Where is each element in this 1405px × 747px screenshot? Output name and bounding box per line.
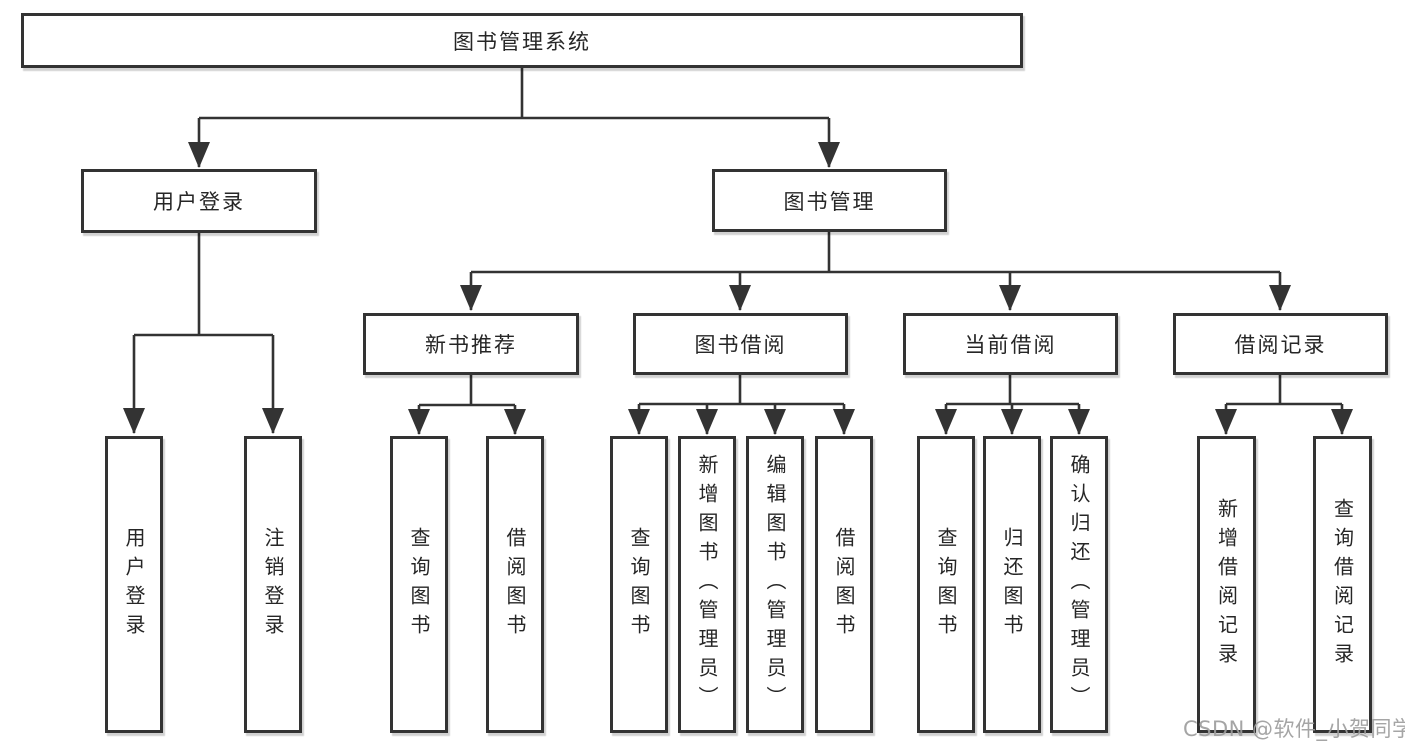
current-borrow-branch <box>935 375 1090 435</box>
book-borrow-branch <box>628 375 855 435</box>
node-book-management: 图书管理 <box>712 169 947 232</box>
leaf-bb-edit-books-admin: 编辑图书（管理员） <box>746 436 804 733</box>
leaf-user-login: 用户登录 <box>105 436 163 733</box>
leaf-logout-label: 注销登录 <box>261 526 285 643</box>
node-root-library-system: 图书管理系统 <box>21 13 1023 68</box>
new-book-recommend-branch <box>408 375 526 435</box>
leaf-cb-return-books: 归还图书 <box>983 436 1041 733</box>
borrow-records-branch <box>1215 375 1353 435</box>
node-book-borrow: 图书借阅 <box>633 313 848 375</box>
book-management-branch <box>460 232 1291 311</box>
leaf-br-add-record: 新增借阅记录 <box>1197 436 1256 733</box>
leaf-cb-query-books: 查询图书 <box>917 436 975 733</box>
leaf-user-login-label: 用户登录 <box>122 526 146 643</box>
node-user-login: 用户登录 <box>81 169 317 233</box>
leaf-nb-query-books: 查询图书 <box>390 436 448 733</box>
leaf-logout: 注销登录 <box>244 436 302 733</box>
leaf-br-add-record-label: 新增借阅记录 <box>1214 497 1239 672</box>
leaf-nb-borrow-books-label: 借阅图书 <box>503 526 527 643</box>
leaf-bb-query-books: 查询图书 <box>610 436 668 733</box>
leaf-bb-add-books-admin-label: 新增图书（管理员） <box>695 454 719 715</box>
csdn-watermark: CSDN @软件_小贺同学 <box>1183 717 1405 741</box>
leaf-cb-confirm-return-admin-label: 确认归还（管理员） <box>1067 454 1091 715</box>
leaf-bb-borrow-books: 借阅图书 <box>815 436 873 733</box>
user-login-branch <box>123 233 284 434</box>
leaf-cb-confirm-return-admin: 确认归还（管理员） <box>1050 436 1108 733</box>
leaf-cb-return-books-label: 归还图书 <box>1000 526 1024 643</box>
leaf-br-query-record-label: 查询借阅记录 <box>1330 497 1355 672</box>
node-new-book-recommend: 新书推荐 <box>363 313 579 375</box>
node-current-borrow: 当前借阅 <box>903 313 1118 375</box>
root-branch <box>188 68 840 168</box>
leaf-cb-query-books-label: 查询图书 <box>934 526 958 643</box>
node-borrow-records: 借阅记录 <box>1173 313 1388 375</box>
leaf-nb-query-books-label: 查询图书 <box>407 526 431 643</box>
leaf-br-query-record: 查询借阅记录 <box>1313 436 1372 733</box>
leaf-nb-borrow-books: 借阅图书 <box>486 436 544 733</box>
leaf-bb-add-books-admin: 新增图书（管理员） <box>678 436 736 733</box>
leaf-bb-borrow-books-label: 借阅图书 <box>832 526 856 643</box>
leaf-bb-query-books-label: 查询图书 <box>627 526 651 643</box>
leaf-bb-edit-books-admin-label: 编辑图书（管理员） <box>763 454 787 715</box>
